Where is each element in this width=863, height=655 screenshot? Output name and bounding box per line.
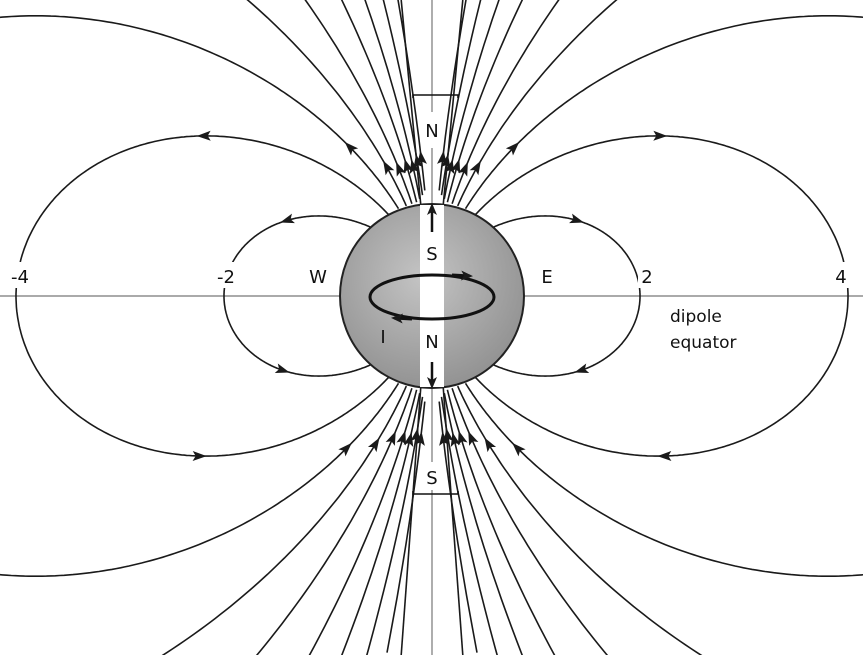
field-line: [443, 387, 463, 655]
field-line: [401, 387, 421, 655]
field-arrow-icon: [573, 363, 589, 377]
axis-label-minus2: -2: [217, 267, 235, 288]
field-line: [226, 0, 407, 206]
field-line: [443, 0, 463, 205]
field-arrow-icon: [569, 214, 585, 228]
field-arrow-icon: [480, 435, 496, 452]
field-arrow-icon: [458, 160, 473, 177]
field-line: [401, 0, 421, 205]
magnet-bottom-pole-label: N: [425, 332, 438, 353]
field-line: [292, 0, 412, 204]
field-line: [0, 16, 398, 209]
current-arrow-bottom-icon: [394, 318, 412, 319]
geographic-south-label: S: [426, 468, 437, 489]
field-line: [466, 383, 863, 576]
axis-label-plus2: 2: [641, 267, 652, 288]
field-arrow-icon: [379, 158, 395, 175]
bar-magnet: [420, 205, 444, 387]
geographic-north-label: N: [425, 121, 438, 142]
magnet-top-pole-label: S: [426, 244, 437, 265]
field-line: [458, 0, 639, 206]
field-line: [0, 383, 398, 576]
field-arrow-icon: [368, 435, 384, 452]
field-line: [466, 16, 863, 209]
field-arrow-icon: [386, 429, 401, 446]
current-arrow-top-icon: [452, 275, 470, 276]
equator-label-line1: dipole: [670, 307, 722, 327]
west-label: W: [309, 267, 327, 288]
field-arrow-icon: [470, 158, 486, 175]
field-arrow-icon: [391, 160, 406, 177]
field-arrow-icon: [275, 363, 291, 377]
field-line: [452, 0, 572, 204]
field-arrow-icon: [279, 214, 295, 228]
field-line: [133, 386, 406, 655]
field-line: [243, 388, 412, 655]
axis-label-plus4: 4: [835, 267, 846, 288]
east-label: E: [541, 267, 552, 288]
current-label: I: [380, 327, 385, 348]
field-line: [458, 386, 731, 655]
field-line: [452, 388, 621, 655]
axis-label-minus4: -4: [11, 267, 29, 288]
equator-label-line2: equator: [670, 333, 737, 353]
field-arrow-icon: [464, 429, 479, 446]
